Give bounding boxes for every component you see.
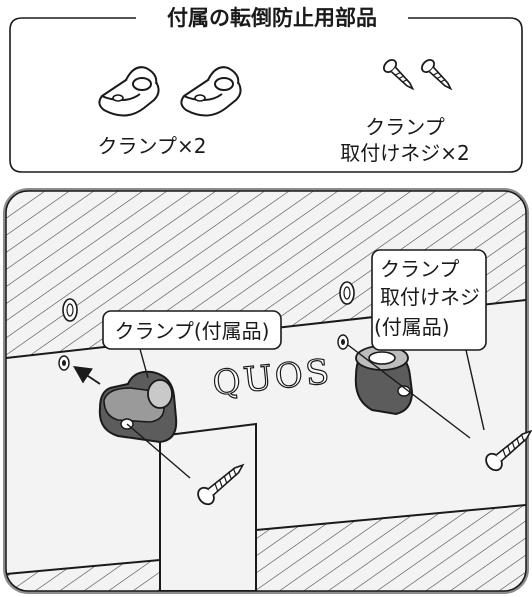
callout-screw-line3: (付属品) [374,315,450,339]
guide-line [126,423,191,479]
clamp-icon [180,66,242,117]
screw-label-line1: クランプ [365,115,444,139]
wall-hole-icon [62,298,78,322]
callout-leader [139,348,149,379]
clamp-label: クランプ×2 [98,134,207,158]
clamp-installed-right [354,345,414,416]
screw-icon [197,463,245,506]
wall-hole-icon [339,281,355,305]
screw-icon [485,429,532,472]
callout-screw: クランプ 取付けネジ (付属品) [371,249,487,351]
screw-label-line2: 取付けネジ×2 [340,141,469,165]
direction-arrow [73,366,101,385]
parts-box-border [9,17,523,173]
callout-leader [465,349,485,431]
callout-screw-line1: クランプ [380,257,459,281]
screw-icon [383,59,415,91]
callout-screw-line2: 取付けネジ [380,285,480,309]
screw-hole-icon [337,334,349,350]
installation-illustration: QUOS [3,188,532,594]
screw-icon [421,59,453,91]
callout-clamp: クランプ(付属品) [102,310,282,350]
callout-clamp-text: クランプ(付属品) [114,319,269,343]
guide-line [347,344,471,439]
clamp-icon [98,66,160,117]
parts-box: 付属の転倒防止用部品 クランプ×2 クランプ [9,6,523,173]
tv-stand [159,422,257,591]
hatched-wall-bottom [6,505,526,591]
screw-hole-icon [58,355,70,371]
parts-box-title: 付属の転倒防止用部品 [167,6,377,30]
